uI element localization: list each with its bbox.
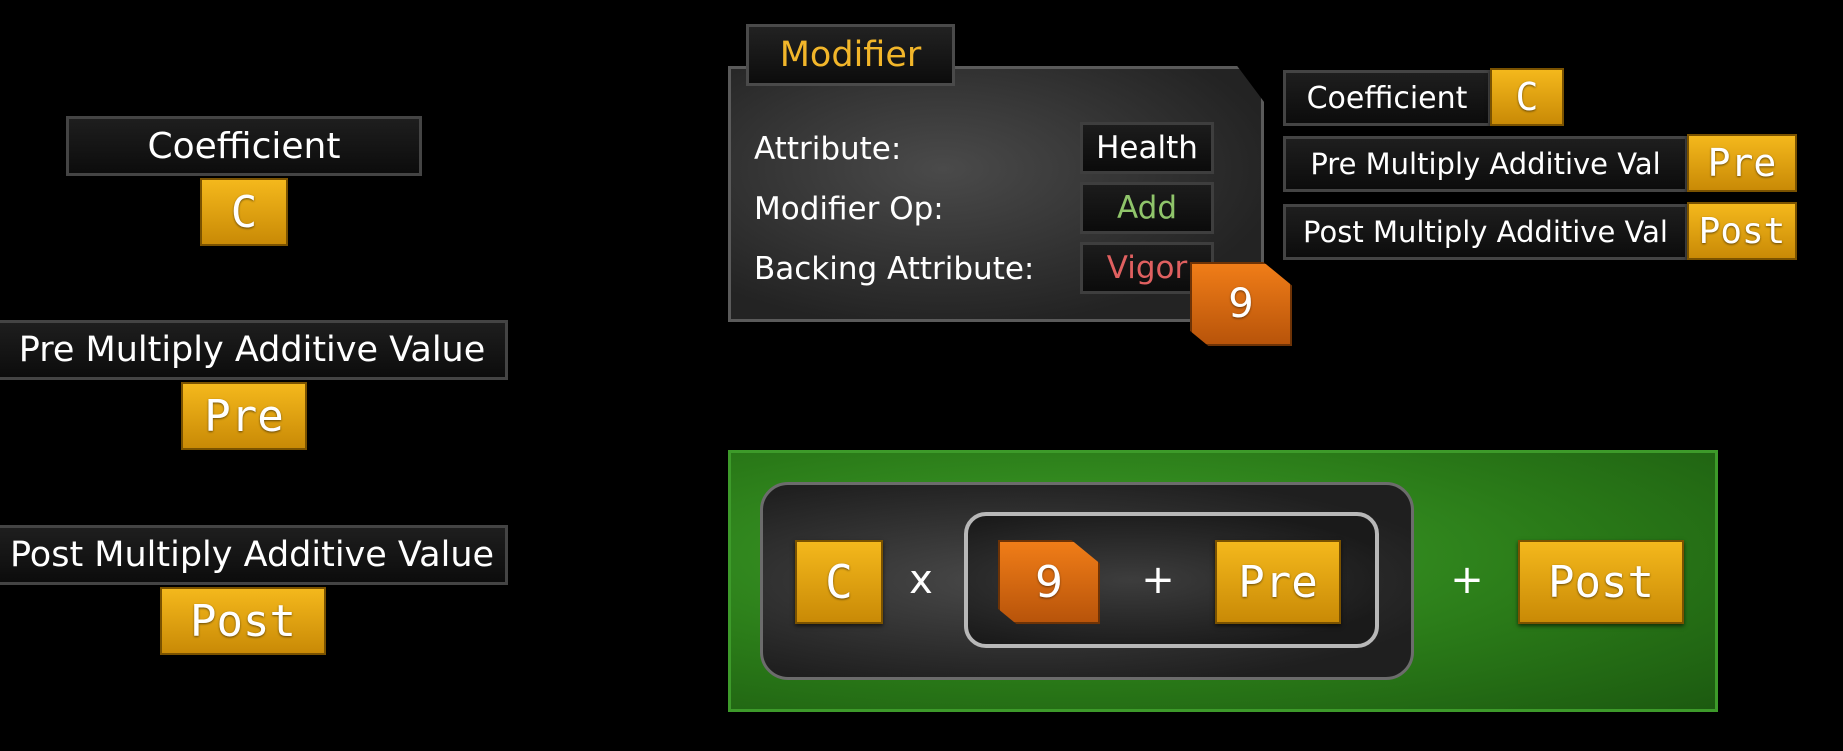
- coefficient-label: Coefficient: [66, 116, 422, 176]
- formula-post-token: Post: [1518, 540, 1684, 624]
- pre-multiply-label: Pre Multiply Additive Value: [0, 320, 508, 380]
- formula-coefficient-token: C: [795, 540, 883, 624]
- post-multiply-label: Post Multiply Additive Value: [0, 525, 508, 585]
- formula-pre-token: Pre: [1215, 540, 1341, 624]
- multiply-operator: x: [909, 557, 933, 603]
- attribute-label: Attribute:: [754, 131, 902, 167]
- right-post-token: Post: [1687, 202, 1797, 260]
- right-pre-label: Pre Multiply Additive Val: [1283, 136, 1688, 192]
- backing-attribute-label: Backing Attribute:: [754, 251, 1035, 287]
- post-token: Post: [160, 587, 326, 655]
- right-pre-token: Pre: [1687, 134, 1797, 192]
- attribute-value: Health: [1080, 122, 1214, 174]
- pre-token: Pre: [181, 382, 307, 450]
- right-coefficient-label: Coefficient: [1283, 70, 1491, 126]
- plus-operator-2: +: [1450, 557, 1484, 603]
- modifier-title: Modifier: [746, 24, 955, 86]
- coefficient-token: C: [200, 178, 288, 246]
- right-post-label: Post Multiply Additive Val: [1283, 204, 1688, 260]
- backing-value-badge: 9: [1190, 262, 1292, 346]
- right-coefficient-token: C: [1490, 68, 1564, 126]
- modifier-op-label: Modifier Op:: [754, 191, 944, 227]
- backing-attribute-value: Vigor: [1080, 242, 1214, 294]
- formula-backing-value: 9: [998, 540, 1100, 624]
- plus-operator: +: [1141, 557, 1175, 603]
- modifier-op-value: Add: [1080, 182, 1214, 234]
